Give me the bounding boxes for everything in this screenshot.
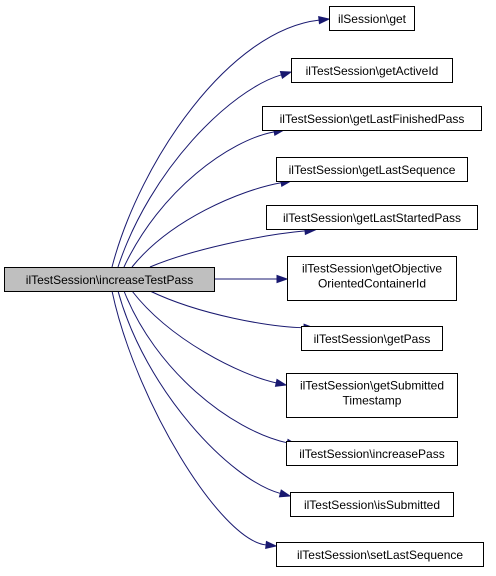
function-node-label: ilTestSession\getLastSequence	[289, 163, 456, 177]
function-node-label: ilTestSession\getActiveId	[306, 64, 439, 78]
function-node-label: ilTestSession\getLastStartedPass	[283, 211, 461, 225]
function-node-label: ilSession\get	[338, 12, 407, 26]
function-node[interactable]: ilTestSession\increasePass	[286, 441, 458, 466]
function-node-box	[301, 326, 443, 351]
call-edge	[149, 230, 306, 268]
call-edge	[149, 290, 305, 329]
function-node-box	[262, 106, 482, 131]
function-node-box	[276, 542, 484, 567]
call-edge-arrowhead	[279, 70, 293, 80]
call-edge	[131, 290, 277, 384]
call-edge	[111, 19, 320, 268]
function-node-label: ilTestSession\getObjective	[302, 262, 442, 276]
function-node-label: ilTestSession\isSubmitted	[304, 498, 440, 512]
call-edge-arrowhead	[278, 489, 292, 498]
function-node[interactable]: ilTestSession\getLastStartedPass	[266, 205, 478, 230]
function-node[interactable]: ilTestSession\getLastSequence	[276, 157, 468, 182]
function-node-box	[276, 157, 468, 182]
function-node-box	[266, 205, 478, 230]
function-node-label: ilTestSession\setLastSequence	[297, 548, 463, 562]
function-node-label: OrientedContainerId	[318, 277, 426, 291]
function-node[interactable]: ilTestSession\getActiveId	[291, 58, 453, 83]
function-node[interactable]: ilTestSession\setLastSequence	[276, 542, 484, 567]
function-node-label: ilTestSession\getPass	[314, 332, 431, 346]
root-node-box	[4, 267, 215, 292]
function-node[interactable]: ilTestSession\getLastFinishedPass	[262, 106, 482, 131]
root-node[interactable]: ilTestSession\increaseTestPass	[4, 267, 215, 292]
function-node-box	[286, 373, 458, 418]
function-node-label: ilTestSession\getLastFinishedPass	[280, 112, 465, 126]
function-node[interactable]: ilSession\get	[329, 6, 415, 31]
function-node-box	[290, 492, 454, 517]
function-node[interactable]: ilTestSession\getPass	[301, 326, 443, 351]
function-node-label: Timestamp	[343, 394, 402, 408]
call-edge-arrowhead	[276, 274, 289, 284]
function-node-label: ilTestSession\getSubmitted	[300, 379, 444, 393]
call-edge	[123, 290, 288, 444]
call-edge	[123, 131, 275, 268]
function-node-box	[286, 441, 458, 466]
call-edge	[117, 290, 281, 494]
call-edge-arrowhead	[265, 540, 278, 550]
function-node-box	[291, 58, 453, 83]
function-node[interactable]: ilTestSession\isSubmitted	[290, 492, 454, 517]
function-node[interactable]: ilTestSession\getObjectiveOrientedContai…	[287, 256, 457, 301]
function-node-box	[287, 256, 457, 301]
call-edge	[117, 74, 282, 268]
function-node-box	[329, 6, 415, 31]
call-edge-arrowhead	[274, 378, 288, 387]
root-node-label: ilTestSession\increaseTestPass	[26, 273, 193, 287]
call-edge-arrowhead	[318, 15, 331, 25]
call-edge	[111, 290, 267, 546]
call-edge	[131, 182, 282, 268]
function-node-label: ilTestSession\increasePass	[299, 447, 444, 461]
call-nodes: ilTestSession\increaseTestPass ilSession…	[4, 6, 484, 567]
